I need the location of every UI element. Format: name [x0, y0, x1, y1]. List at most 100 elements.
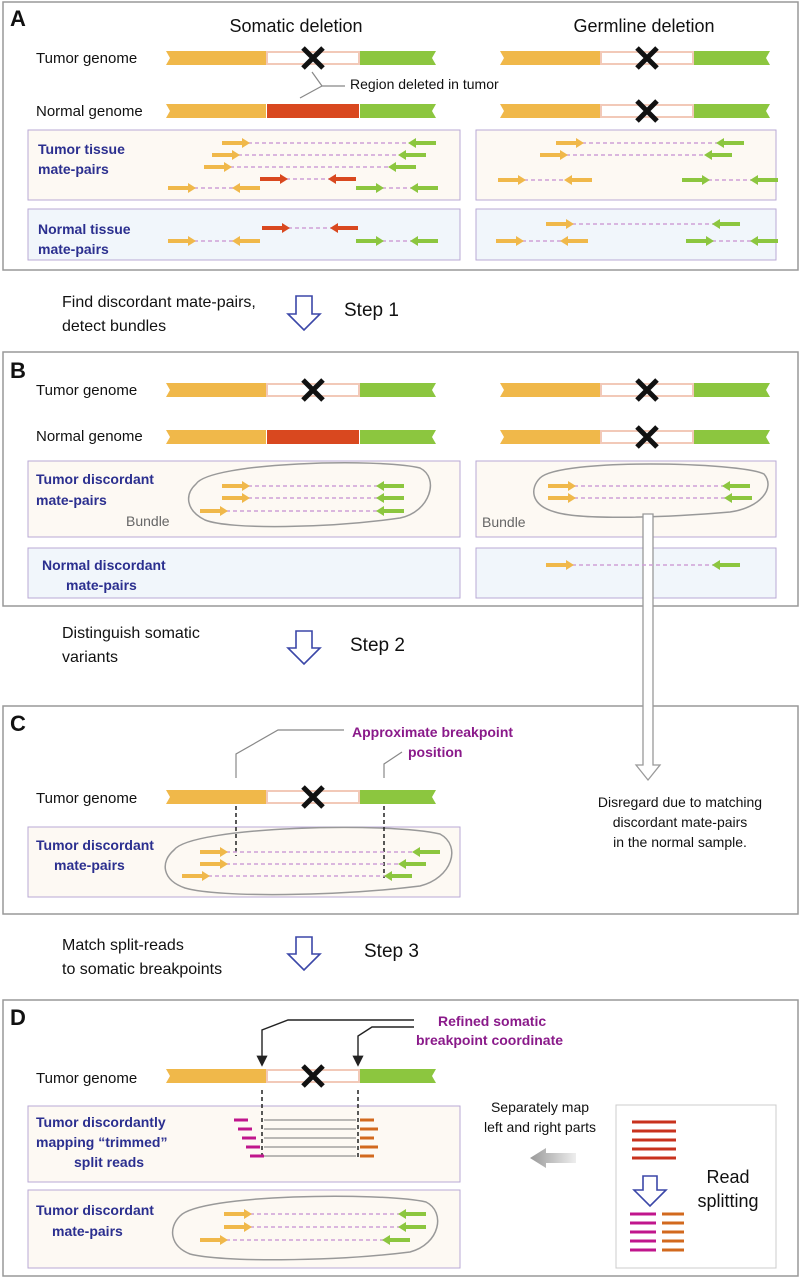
- b-tumor-mp-3-right-arrow: [376, 506, 404, 516]
- disregard-arrow: [634, 513, 662, 782]
- a-tumor-mp-left-left-arrow: [168, 183, 196, 193]
- a-tumor-mp-deleted-right-arrow: [328, 174, 356, 184]
- d-tumor-genome-right-segment: [360, 1069, 436, 1083]
- label-tumor-genome-c: Tumor genome: [36, 790, 137, 807]
- b-germ-tumor-mp-1-right-arrow: [722, 481, 750, 491]
- a-germ-normal-mp-left-left-arrow: [496, 236, 524, 246]
- region-deleted-leader-2: [299, 85, 323, 99]
- step2-line2: variants: [62, 649, 118, 666]
- label-sepmap-2: left and right parts: [484, 1119, 596, 1135]
- label-disregard-2: discordant mate-pairs: [613, 814, 748, 830]
- panel-c-frame: [2, 705, 799, 915]
- a-normal-genome-germline-x-mark: [635, 99, 659, 123]
- c-tumor-genome-x-mark: [301, 785, 325, 809]
- label-normal-disc-1: Normal discordant: [42, 557, 166, 573]
- label-normal-tissue-1: Normal tissue: [38, 221, 131, 237]
- a-normal-genome-germline-left-segment: [500, 104, 600, 118]
- label-tumor-disc-b-2: mate-pairs: [36, 492, 107, 508]
- a-germ-tumor-mp-2-left-arrow: [540, 150, 568, 160]
- step3-line1: Match split-reads: [62, 937, 184, 954]
- bundle-outline-somatic-b: [187, 462, 431, 528]
- b-tumor-mp-2-left-arrow: [222, 493, 250, 503]
- a-germ-tumor-mp-right-left-arrow: [682, 175, 710, 185]
- b-germ-tumor-mp-2-right-arrow: [724, 493, 752, 503]
- step2-down-arrow: [286, 630, 322, 666]
- panel-letter-b: B: [10, 358, 26, 383]
- header-germline: Germline deletion: [573, 16, 714, 36]
- b-germ-tumor-mp-2-left-arrow: [548, 493, 576, 503]
- genome-and-read-marks: [166, 46, 778, 1252]
- panel-letter-d: D: [10, 1005, 26, 1030]
- a-germ-tumor-mp-1-left-arrow: [556, 138, 584, 148]
- a-normal-genome-germline-right-segment: [694, 104, 770, 118]
- a-normal-genome-somatic-left-segment: [166, 104, 266, 118]
- panel-b-frame: [2, 351, 799, 607]
- normal-tissue-box-somatic: [27, 208, 461, 261]
- a-tumor-mp-right-left-arrow: [356, 183, 384, 193]
- a-tumor-genome-somatic-right-segment: [360, 51, 436, 65]
- a-germ-tumor-mp-2-right-arrow: [704, 150, 732, 160]
- step1-line2: detect bundles: [62, 318, 166, 335]
- label-normal-genome-b: Normal genome: [36, 428, 143, 445]
- read-splitting-arrow: [632, 1175, 668, 1208]
- d-tumor-mp-3-left-arrow: [200, 1235, 228, 1245]
- a-tumor-genome-somatic-x-mark: [301, 46, 325, 70]
- label-tumor-tissue-2: mate-pairs: [38, 161, 109, 177]
- label-trimmed-1: Tumor discordantly: [36, 1114, 166, 1130]
- a-tumor-genome-germline-left-segment: [500, 51, 600, 65]
- b-tumor-genome-germline-right-segment: [694, 383, 770, 397]
- a-tumor-mp-1-left-arrow: [222, 138, 250, 148]
- label-trimmed-2: mapping “trimmed”: [36, 1134, 167, 1150]
- a-germ-normal-mp-1-left-arrow: [546, 219, 574, 229]
- a-tumor-mp-left-right-arrow: [232, 183, 260, 193]
- b-tumor-genome-germline-x-mark: [635, 378, 659, 402]
- label-approx-2: position: [408, 744, 462, 760]
- label-tumor-disc-d-2: mate-pairs: [52, 1223, 123, 1239]
- b-normal-genome-somatic-right-segment: [360, 430, 436, 444]
- tumor-discordant-box-c: [27, 826, 461, 898]
- header-somatic: Somatic deletion: [229, 16, 362, 36]
- label-trimmed-3: split reads: [74, 1154, 144, 1170]
- b-normal-genome-germline-x-mark: [635, 425, 659, 449]
- panel-d-frame: [2, 999, 799, 1277]
- a-tumor-mp-deleted-left-arrow: [260, 174, 288, 184]
- bundle-outline-germline-b: [533, 463, 769, 518]
- panel-a-frame: [2, 1, 799, 271]
- a-normal-mp-left-left-arrow: [168, 236, 196, 246]
- d-tumor-genome-left-segment: [166, 1069, 266, 1083]
- b-tumor-genome-somatic-right-segment: [360, 383, 436, 397]
- label-normal-genome-a: Normal genome: [36, 103, 143, 120]
- a-tumor-mp-right-right-arrow: [410, 183, 438, 193]
- step3-line2: to somatic breakpoints: [62, 961, 222, 978]
- b-germ-tumor-mp-1-left-arrow: [548, 481, 576, 491]
- label-bundle-somatic: Bundle: [126, 513, 170, 529]
- label-normal-tissue-2: mate-pairs: [38, 241, 109, 257]
- label-sepmap-1: Separately map: [491, 1099, 589, 1115]
- label-disregard-3: in the normal sample.: [613, 834, 747, 850]
- region-deleted-leader: [311, 71, 345, 87]
- c-tumor-mp-2-right-arrow: [398, 859, 426, 869]
- c-tumor-mp-1-left-arrow: [200, 847, 228, 857]
- a-germ-normal-mp-1-right-arrow: [712, 219, 740, 229]
- label-bundle-germline: Bundle: [482, 514, 526, 530]
- step1-line1: Find discordant mate-pairs,: [62, 294, 256, 311]
- tumor-tissue-box-germline: [475, 129, 777, 201]
- a-tumor-genome-somatic-left-segment: [166, 51, 266, 65]
- step3-label: Step 3: [364, 941, 419, 962]
- a-tumor-mp-2-left-arrow: [212, 150, 240, 160]
- label-tumor-genome-b: Tumor genome: [36, 382, 137, 399]
- a-tumor-mp-3-left-arrow: [204, 162, 232, 172]
- b-normal-genome-somatic-left-segment: [166, 430, 266, 444]
- refined-leader-left: [256, 1019, 414, 1067]
- step3-down-arrow: [286, 936, 322, 972]
- a-tumor-genome-germline-x-mark: [635, 46, 659, 70]
- a-normal-mp-deleted-right-arrow: [330, 223, 358, 233]
- a-germ-normal-mp-right-right-arrow: [750, 236, 778, 246]
- label-tumor-disc-c-2: mate-pairs: [54, 857, 125, 873]
- step2-label: Step 2: [350, 635, 405, 656]
- b-tumor-genome-germline-left-segment: [500, 383, 600, 397]
- c-tumor-genome-right-segment: [360, 790, 436, 804]
- label-tumor-disc-d-1: Tumor discordant: [36, 1202, 154, 1218]
- b-tumor-genome-somatic-x-mark: [301, 378, 325, 402]
- panel-letter-a: A: [10, 6, 26, 31]
